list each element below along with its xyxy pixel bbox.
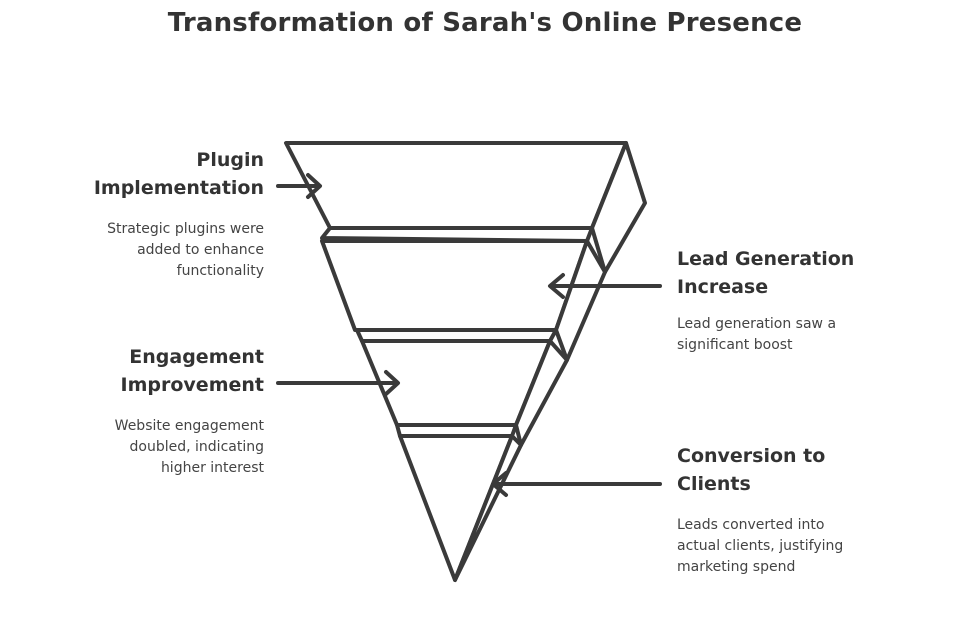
arrow-lead-generation [548,273,662,299]
stage-conversion-heading-line1: Conversion to [677,445,826,467]
stage-plugin-desc-line2: added to enhance [137,242,264,258]
stage-conversion-heading-line2: Clients [677,473,751,495]
arrow-conversion [491,471,662,497]
stage-conversion-desc-line3: marketing spend [677,559,796,575]
stage-engagement-description: Website engagement doubled, indicating h… [115,416,264,479]
arrow-engagement [276,370,400,396]
stage-lead-generation-description: Lead generation saw a significant boost [677,314,836,356]
stage-plugin-heading-line1: Plugin [196,149,264,171]
stage-engagement-heading-line1: Engagement [129,346,264,368]
stage-plugin-heading: Plugin Implementation [94,146,264,202]
stage-conversion-desc-line1: Leads converted into [677,517,825,533]
stage-plugin-heading-line2: Implementation [93,177,264,199]
stage-lead-generation-heading-line2: Increase [677,276,769,298]
stage-plugin-desc-line3: functionality [176,263,264,279]
stage-conversion-description: Leads converted into actual clients, jus… [677,515,843,578]
stage-engagement-desc-line1: Website engagement [114,418,264,434]
stage-conversion-heading: Conversion to Clients [677,442,825,498]
stage-engagement-heading: Engagement Improvement [121,343,264,399]
stage-engagement-heading-line2: Improvement [120,374,264,396]
stage-plugin-description: Strategic plugins were added to enhance … [107,219,264,282]
stage-lead-generation-heading-line1: Lead Generation [677,248,855,270]
stage-lead-generation-heading: Lead Generation Increase [677,245,854,301]
stage-conversion-desc-line2: actual clients, justifying [677,538,844,554]
stage-engagement-desc-line2: doubled, indicating [129,439,264,455]
diagram-title: Transformation of Sarah's Online Presenc… [167,8,803,38]
stage-lead-generation-desc-line1: Lead generation saw a [677,316,837,332]
funnel-layer-conversion [395,423,523,582]
stage-engagement-desc-line3: higher interest [160,460,264,476]
stage-plugin-desc-line1: Strategic plugins were [107,221,264,237]
stage-lead-generation-desc-line2: significant boost [677,337,793,353]
arrow-plugin [276,173,322,199]
